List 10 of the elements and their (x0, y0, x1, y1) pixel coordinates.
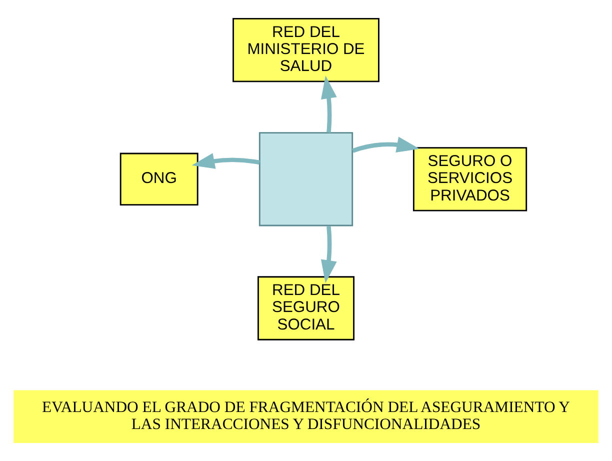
node-cross (258, 132, 354, 226)
node-box: ONG (120, 152, 198, 206)
node-box: RED DEL MINISTERIO DE SALUD (232, 18, 380, 82)
arrow (321, 76, 337, 133)
node-box: SEGURO O SERVICIOS PRIVADOS (412, 147, 528, 212)
arrow (352, 136, 420, 153)
node-box: EVALUANDO EL GRADO DE FRAGMENTACIÓN DEL ASEGURAMIENTO Y LAS INTERACCIONES Y DISFUNCIONALIDADES (14, 390, 598, 443)
arrow (320, 226, 337, 284)
node-box: RED DEL SEGURO SOCIAL (258, 276, 354, 340)
arrow (192, 153, 260, 169)
